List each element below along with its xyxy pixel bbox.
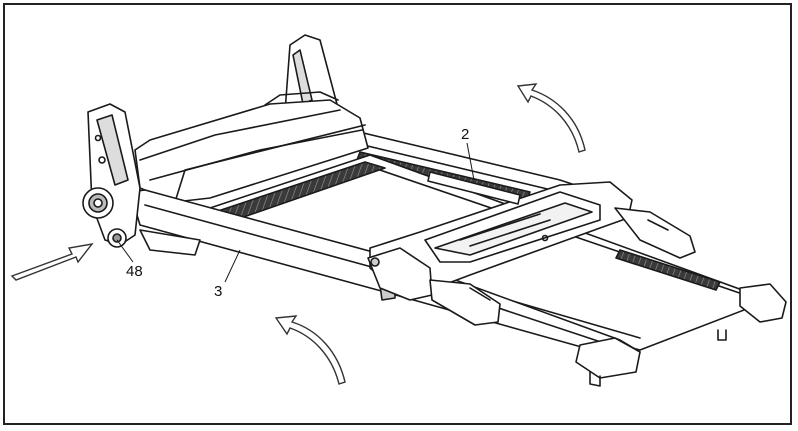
front-end-caps bbox=[575, 283, 787, 387]
console-handlebar bbox=[367, 181, 696, 326]
fold-arrow-bottom-icon bbox=[274, 315, 346, 385]
leader-3 bbox=[224, 249, 241, 283]
rear-roller-knob bbox=[82, 187, 114, 219]
callout-part-48: 48 bbox=[126, 263, 143, 280]
wheel-48 bbox=[107, 228, 127, 248]
motion-arrows bbox=[10, 83, 586, 385]
callout-part-2: 2 bbox=[461, 126, 470, 143]
far-rail-tube bbox=[427, 171, 521, 205]
leader-48 bbox=[116, 239, 134, 263]
motor-hood bbox=[134, 91, 369, 203]
callout-part-3: 3 bbox=[214, 283, 223, 300]
push-arrow-left-icon bbox=[10, 243, 94, 281]
leader-lines bbox=[116, 142, 475, 283]
fold-arrow-top-icon bbox=[516, 83, 586, 153]
leader-2 bbox=[466, 142, 475, 181]
